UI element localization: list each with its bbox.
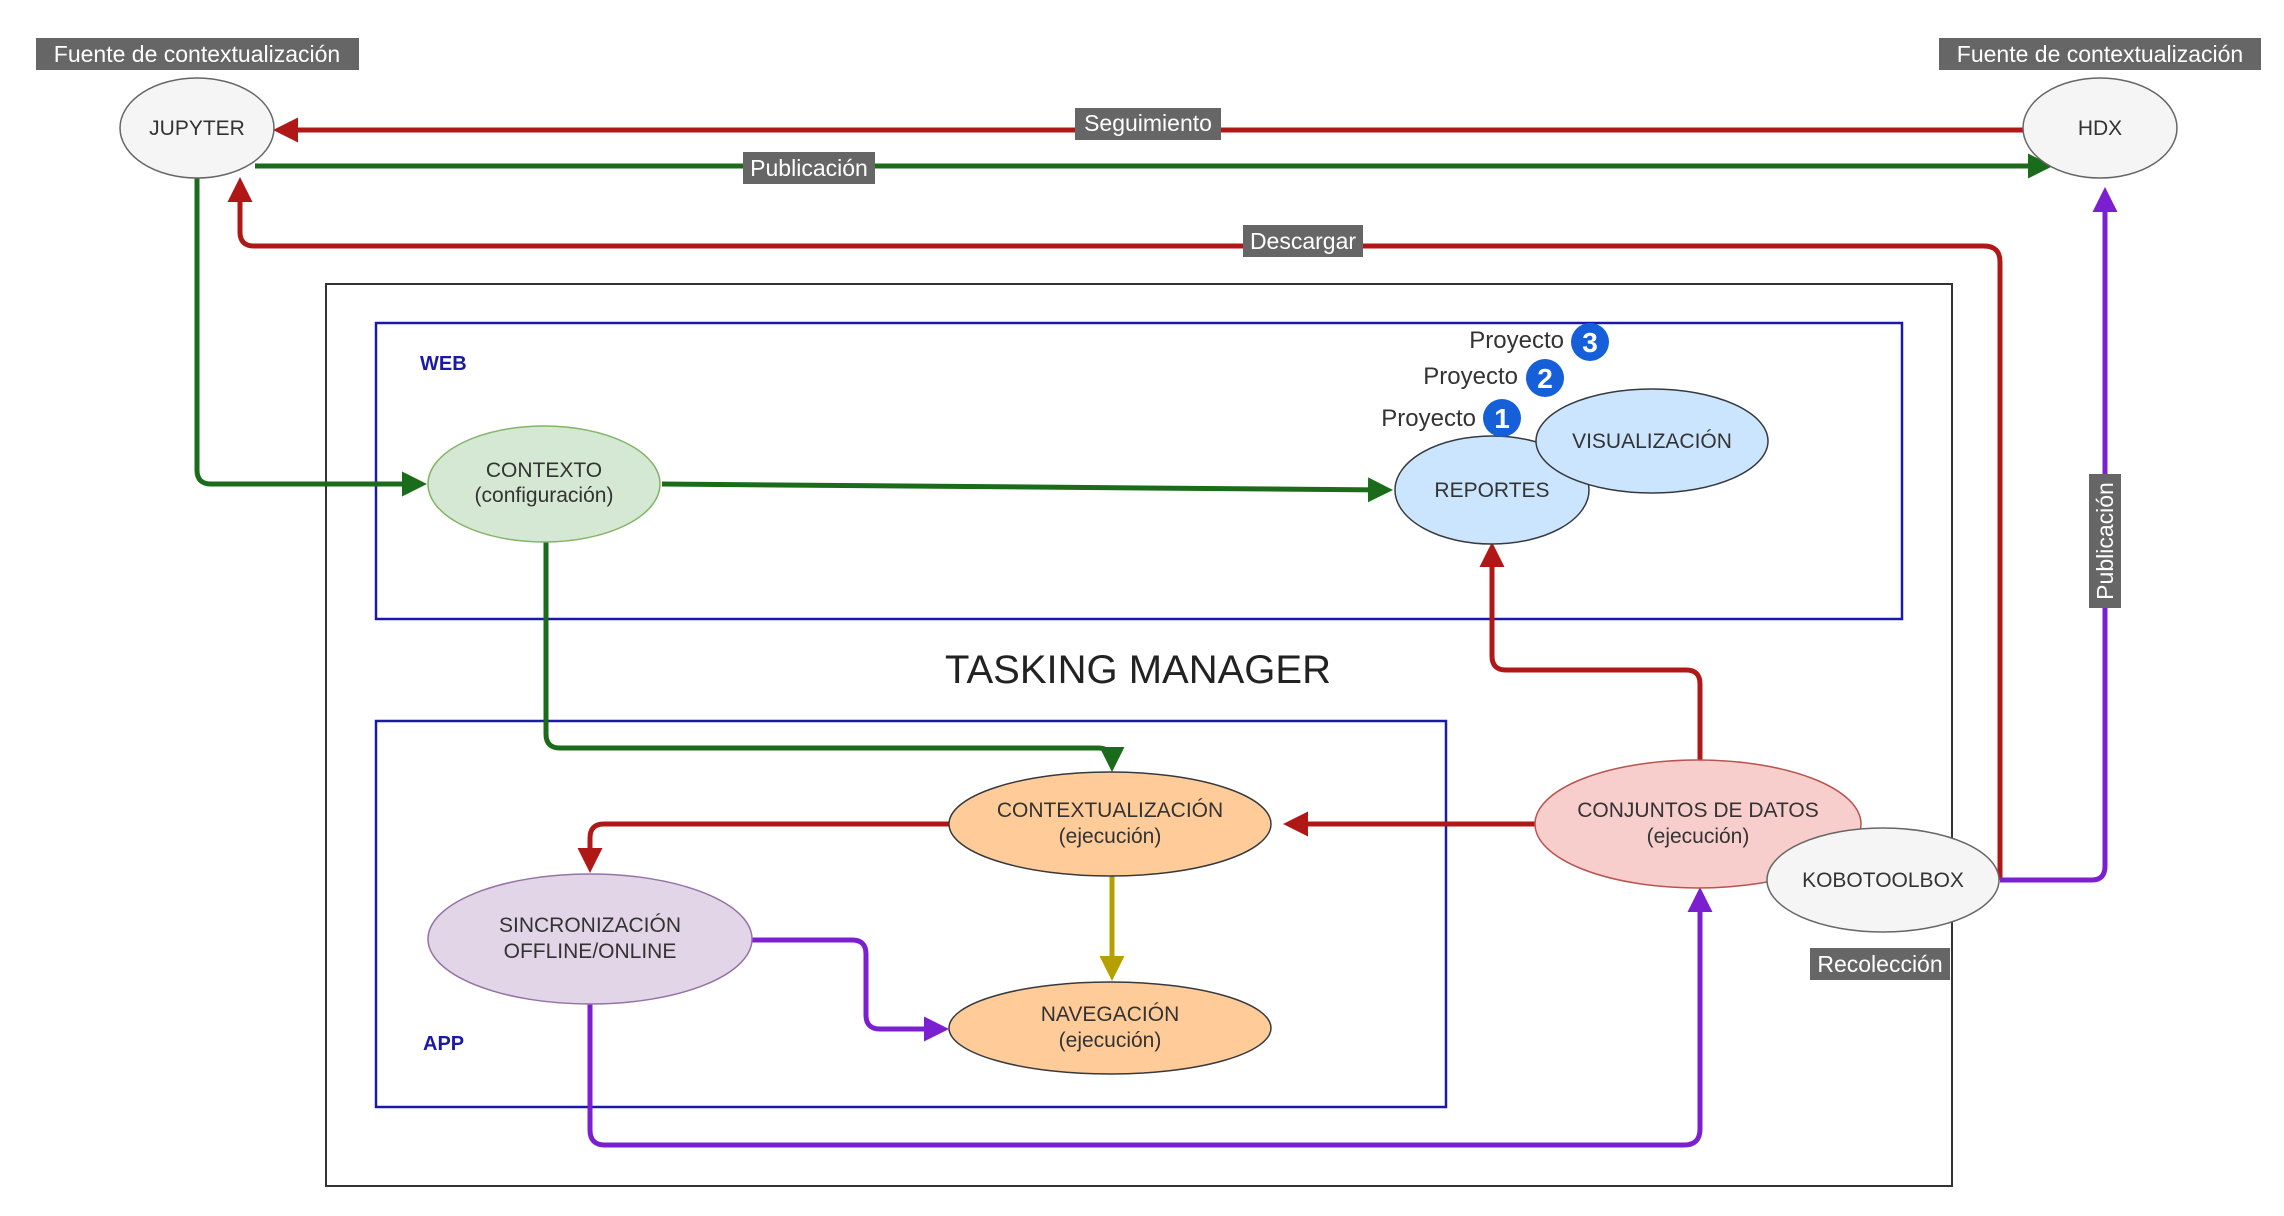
arrow-contexto-reportes [661, 477, 1393, 503]
svg-text:REPORTES: REPORTES [1434, 479, 1549, 502]
node-navegacion: NAVEGACIÓN (ejecución) [948, 981, 1272, 1075]
app-section-label: APP [423, 1033, 464, 1055]
svg-text:Fuente de contextualización: Fuente de contextualización [54, 41, 340, 67]
seguimiento-label: Seguimiento [1075, 108, 1221, 140]
arrow-jupyter-contexto [194, 178, 427, 497]
svg-text:(configuración): (configuración) [475, 484, 614, 507]
node-hdx: HDX [2022, 77, 2178, 179]
svg-text:VISUALIZACIÓN: VISUALIZACIÓN [1572, 430, 1732, 453]
svg-text:Proyecto: Proyecto [1381, 405, 1476, 432]
svg-text:Publicación: Publicación [750, 155, 868, 181]
svg-text:HDX: HDX [2078, 117, 2122, 140]
svg-text:SINCRONIZACIÓN: SINCRONIZACIÓN [499, 914, 681, 937]
number-1-badge [1483, 399, 1521, 437]
tasking-manager-title: TASKING MANAGER [945, 648, 1331, 692]
app-section [374, 719, 1448, 1109]
node-jupyter: JUPYTER [119, 77, 275, 179]
arrow-conjuntos-reportes [1479, 542, 1703, 760]
svg-text:Fuente de contextualización: Fuente de contextualización [1957, 41, 2243, 67]
svg-text:CONTEXTO: CONTEXTO [486, 459, 602, 482]
node-contextualizacion: CONTEXTUALIZACIÓN (ejecución) [948, 771, 1272, 877]
publicacion-top-label: Publicación [743, 152, 875, 184]
number-3-badge [1571, 323, 1609, 361]
web-section-label: WEB [420, 353, 467, 375]
arrow-contextualizacion-sincronizacion [577, 821, 949, 873]
svg-text:OFFLINE/ONLINE: OFFLINE/ONLINE [504, 940, 677, 963]
node-visualizacion: VISUALIZACIÓN [1535, 388, 1769, 494]
arrow-descargar [227, 177, 2003, 880]
node-sincronizacion: SINCRONIZACIÓN OFFLINE/ONLINE [427, 873, 753, 1005]
number-2-badge [1526, 359, 1564, 397]
web-section [374, 321, 1904, 621]
svg-text:3: 3 [1582, 327, 1598, 358]
svg-text:Seguimiento: Seguimiento [1084, 110, 1212, 136]
svg-text:JUPYTER: JUPYTER [149, 117, 245, 140]
svg-text:(ejecución): (ejecución) [1059, 825, 1162, 848]
arrow-contexto-contextualizacion [543, 542, 1125, 772]
svg-text:1: 1 [1494, 403, 1510, 434]
arrow-sincronizacion-navegacion [752, 937, 949, 1042]
node-reportes: REPORTES [1394, 435, 1590, 545]
arrow-sincronizacion-conjuntos [587, 887, 1713, 1148]
svg-text:Publicación: Publicación [2092, 482, 2118, 600]
svg-text:Proyecto: Proyecto [1423, 363, 1518, 390]
svg-text:Proyecto: Proyecto [1469, 327, 1564, 354]
project-1: Proyecto 1 [1381, 399, 1521, 437]
descargar-label: Descargar [1243, 225, 1363, 257]
recoleccion-label: Recolección [1810, 948, 1950, 980]
svg-text:NAVEGACIÓN: NAVEGACIÓN [1041, 1003, 1179, 1026]
svg-text:Descargar: Descargar [1250, 228, 1356, 254]
source-label-left: Fuente de contextualización [36, 38, 359, 70]
project-3: Proyecto 3 [1469, 323, 1609, 361]
publicacion-side-label: Publicación [2089, 474, 2121, 608]
svg-text:CONJUNTOS DE DATOS: CONJUNTOS DE DATOS [1577, 799, 1819, 822]
svg-text:(ejecución): (ejecución) [1647, 825, 1750, 848]
node-kobotoolbox: KOBOTOOLBOX [1766, 827, 2000, 933]
tasking-manager-container [325, 283, 1953, 1187]
svg-text:Recolección: Recolección [1817, 951, 1942, 977]
svg-text:2: 2 [1537, 363, 1553, 394]
project-2: Proyecto 2 [1423, 359, 1564, 397]
svg-text:CONTEXTUALIZACIÓN: CONTEXTUALIZACIÓN [997, 799, 1223, 822]
arrow-publicacion-side [2000, 187, 2118, 883]
svg-text:(ejecución): (ejecución) [1059, 1029, 1162, 1052]
svg-text:KOBOTOOLBOX: KOBOTOOLBOX [1802, 869, 1964, 892]
node-contexto: CONTEXTO (configuración) [427, 425, 661, 543]
source-label-right: Fuente de contextualización [1939, 38, 2261, 70]
